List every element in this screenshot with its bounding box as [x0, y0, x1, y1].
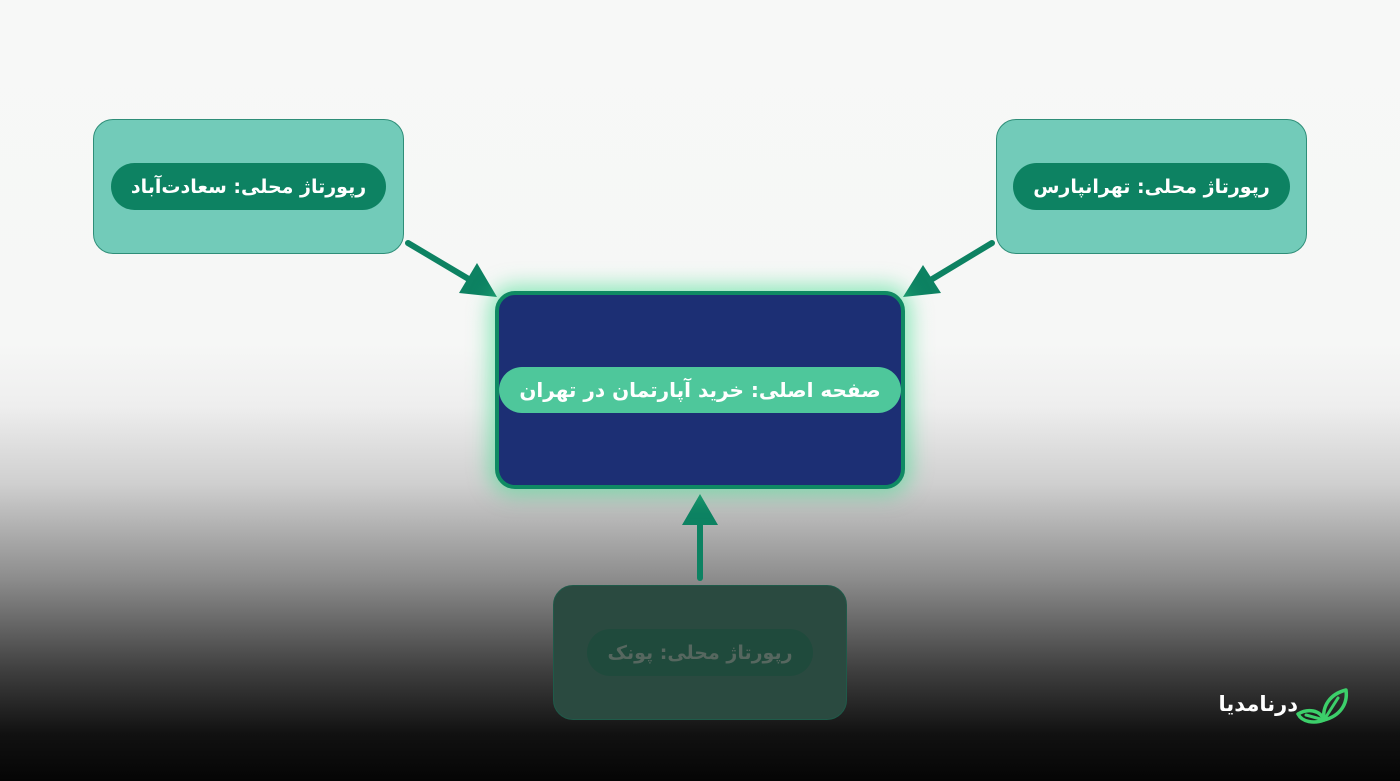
node-tehranpars-label: رپورتاژ محلی: تهرانپارس	[1013, 163, 1290, 210]
arrow-right-shaft	[921, 240, 995, 287]
node-punak-label: رپورتاژ محلی: پونک	[587, 629, 813, 676]
node-main-page: صفحه اصلی: خرید آپارتمان در تهران	[495, 291, 905, 489]
brand-logo-text: درنامدیا	[1218, 692, 1298, 716]
leaf-sprout-icon	[1296, 688, 1349, 724]
node-saadatabad-label: رپورتاژ محلی: سعادت‌آباد	[110, 163, 387, 210]
arrow-bottom-head	[682, 494, 718, 525]
arrow-left-shaft	[405, 240, 480, 287]
arrow-left-head	[459, 263, 497, 297]
node-punak-report: رپورتاژ محلی: پونک	[553, 585, 847, 720]
brand-logo: درنامدیا	[1208, 684, 1358, 732]
arrow-right-head	[903, 265, 941, 297]
node-tehranpars-report: رپورتاژ محلی: تهرانپارس	[996, 119, 1307, 254]
node-main-page-label: صفحه اصلی: خرید آپارتمان در تهران	[499, 367, 901, 413]
node-saadatabad-report: رپورتاژ محلی: سعادت‌آباد	[93, 119, 404, 254]
